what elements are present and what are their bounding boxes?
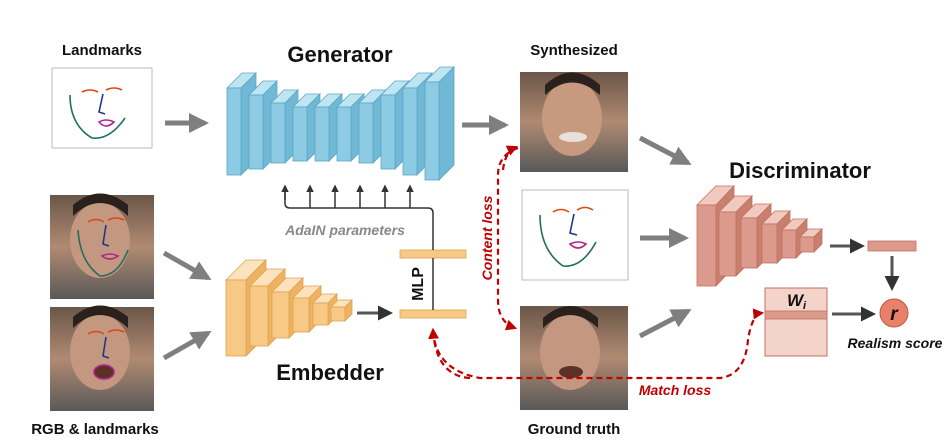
- realism-score-label: Realism score: [848, 335, 943, 351]
- synthesized-label: Synthesized: [530, 42, 618, 59]
- ground-truth-image: [520, 306, 628, 410]
- generator-block: [226, 66, 455, 181]
- wi-embedding-matrix: W i: [764, 287, 828, 357]
- generator-layer: [424, 66, 455, 181]
- rgb-image-1: [50, 193, 154, 299]
- rgb-image-2: [50, 305, 154, 411]
- arrow-synthesized-to-discriminator: [638, 135, 692, 166]
- synthesized-image: [520, 72, 628, 172]
- adain-parameters-label: AdaIN parameters: [284, 222, 405, 238]
- arrow-rgb2-to-embedder: [162, 330, 212, 361]
- mlp-block: MLP: [399, 249, 467, 319]
- discriminator-block: [696, 184, 823, 288]
- arrow-rgb1-to-embedder: [162, 250, 212, 281]
- ground-truth-label: Ground truth: [528, 421, 620, 438]
- content-loss-connector: [496, 145, 519, 331]
- landmarks-image-discriminator-input: [521, 189, 629, 281]
- landmark-sketch: [539, 206, 597, 267]
- landmarks-label: Landmarks: [62, 42, 142, 59]
- adain-connectors: [281, 184, 434, 250]
- match-loss-connector: [428, 308, 765, 380]
- embedder-label: Embedder: [276, 360, 384, 385]
- generator-label: Generator: [287, 42, 393, 67]
- mlp-label: MLP: [410, 267, 427, 301]
- discriminator-layer: [781, 218, 808, 259]
- landmark-sketch: [69, 87, 126, 139]
- match-loss-label: Match loss: [639, 382, 712, 398]
- discriminator-output-bar: [867, 240, 917, 252]
- mlp-top-bar: [399, 249, 467, 259]
- mlp-bottom-bar: [399, 309, 467, 319]
- embedder-block: [225, 259, 353, 357]
- arrow-ground-truth-to-discriminator: [638, 308, 692, 339]
- discriminator-label: Discriminator: [729, 158, 871, 183]
- embedder-layer: [330, 299, 353, 322]
- wi-label: W: [787, 291, 805, 310]
- landmarks-image: [51, 67, 153, 149]
- wi-subscript: i: [803, 300, 807, 312]
- realism-score-node: r: [879, 298, 909, 328]
- rgb-landmarks-label: RGB & landmarks: [31, 421, 159, 438]
- content-loss-label: Content loss: [479, 195, 495, 280]
- discriminator-layer: [799, 228, 823, 253]
- r-label: r: [890, 304, 899, 325]
